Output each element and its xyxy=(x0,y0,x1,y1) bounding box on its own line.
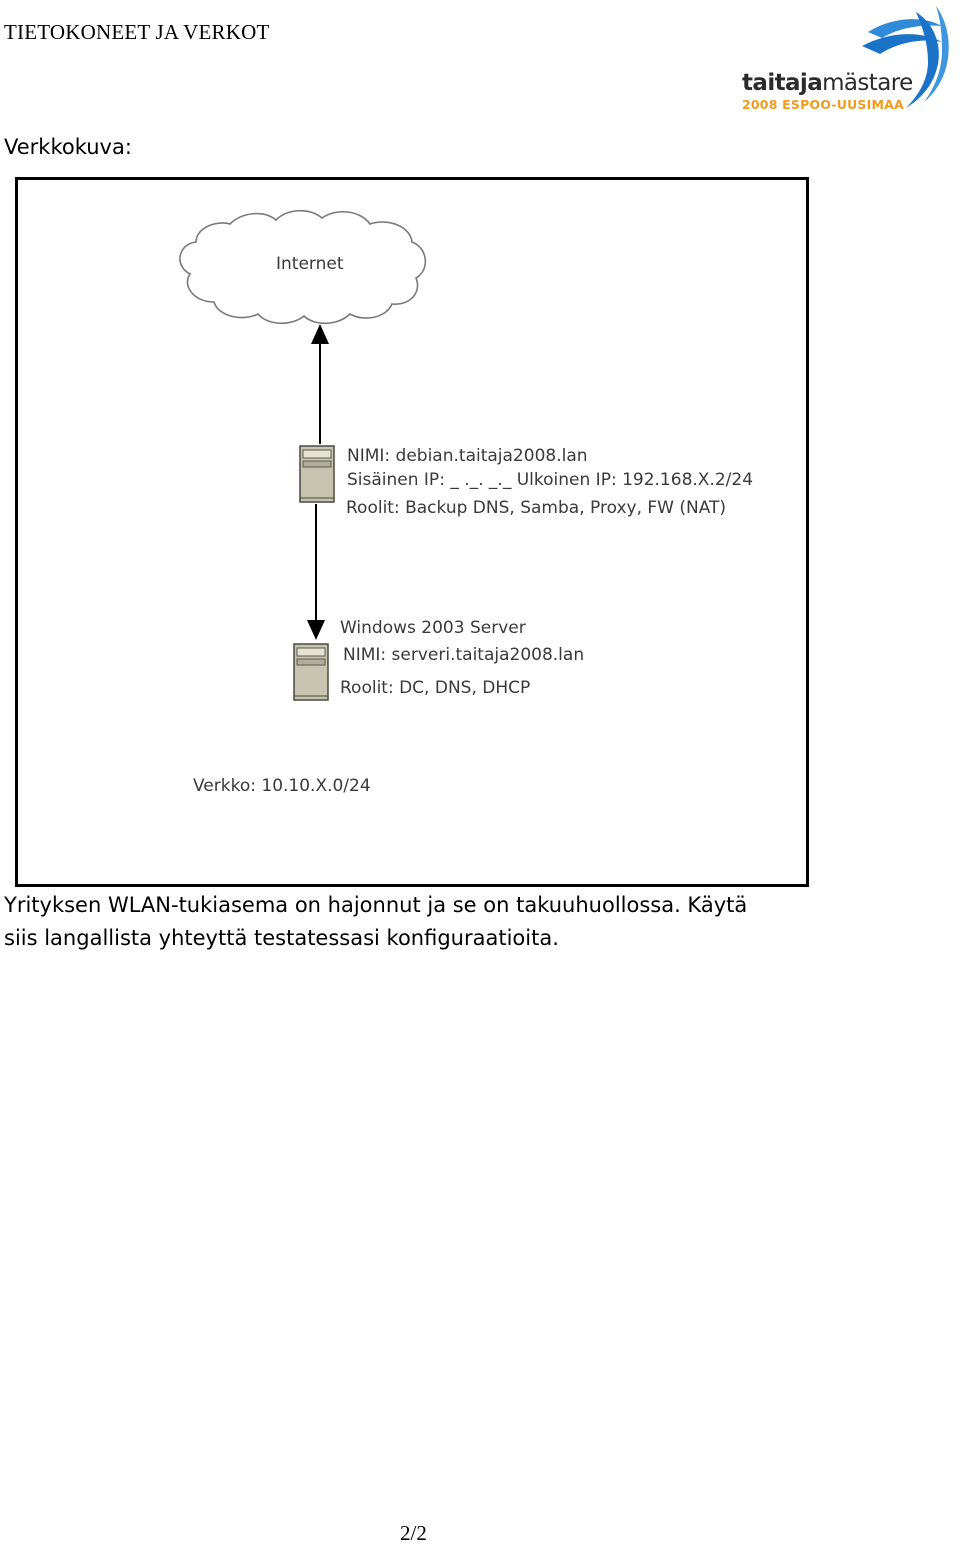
windows-name: NIMI: serveri.taitaja2008.lan xyxy=(343,645,585,665)
network-label: Verkko: 10.10.X.0/24 xyxy=(193,776,371,796)
lan-arrow xyxy=(307,504,325,640)
server-icon xyxy=(299,445,335,503)
server-icon xyxy=(293,643,329,701)
logo-subline: 2008 ESPOO-UUSIMAA xyxy=(742,97,904,112)
page-header-title: TIETOKONEET JA VERKOT xyxy=(4,20,270,44)
network-diagram: Internet NIMI: debian.taitaja2008.lan Si… xyxy=(15,177,809,887)
debian-name: NIMI: debian.taitaja2008.lan xyxy=(347,446,588,466)
windows-os: Windows 2003 Server xyxy=(340,618,526,638)
logo-wordmark: taitajamästare xyxy=(742,70,913,96)
page-number: 2/2 xyxy=(400,1521,427,1545)
taitajamastare-logo: taitajamästare 2008 ESPOO-UUSIMAA xyxy=(738,0,956,116)
logo-wordmark-regular: mästare xyxy=(822,70,913,96)
debian-ip: Sisäinen IP: _ ._. _._ Ulkoinen IP: 192.… xyxy=(347,470,754,490)
cloud-icon xyxy=(179,209,427,325)
windows-roles: Roolit: DC, DNS, DHCP xyxy=(340,678,531,698)
logo-wordmark-bold: taitaja xyxy=(742,70,823,96)
debian-roles: Roolit: Backup DNS, Samba, Proxy, FW (NA… xyxy=(346,498,727,518)
body-paragraph: Yrityksen WLAN-tukiasema on hajonnut ja … xyxy=(4,889,904,955)
cloud-label: Internet xyxy=(276,254,344,274)
body-line-2: siis langallista yhteyttä testatessasi k… xyxy=(4,926,559,950)
swoosh-icon xyxy=(862,6,949,108)
body-line-1: Yrityksen WLAN-tukiasema on hajonnut ja … xyxy=(4,893,748,917)
section-label: Verkkokuva: xyxy=(4,135,132,159)
uplink-arrow xyxy=(311,324,329,444)
